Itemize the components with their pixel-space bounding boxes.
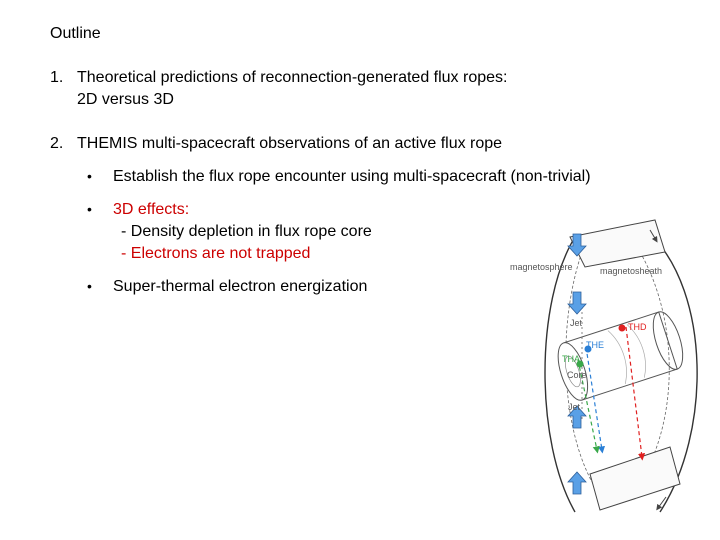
the-trajectory bbox=[585, 346, 606, 454]
magnetosphere-label: magnetosphere bbox=[510, 262, 573, 272]
slide-title: Outline bbox=[50, 25, 101, 42]
jet-arrow-bottom-2 bbox=[567, 471, 587, 495]
tha-label: THA bbox=[562, 354, 580, 364]
flux-rope-diagram: magnetosphere magnetosheath Jet Jet Core… bbox=[510, 219, 698, 513]
jet-arrow-top-1 bbox=[567, 233, 587, 257]
jet-arrow-top-2 bbox=[567, 291, 587, 315]
tha-trajectory bbox=[577, 359, 600, 454]
outer-field-line-left bbox=[544, 236, 576, 513]
bullet-1-marker: • bbox=[87, 168, 92, 184]
the-spacecraft bbox=[584, 345, 592, 353]
jet-arrow-bottom-1 bbox=[567, 405, 587, 429]
tha-spacecraft bbox=[576, 360, 584, 368]
bullet-2-sub-1: - Density depletion in flux rope core bbox=[121, 223, 372, 240]
item-2-line1: THEMIS multi-spacecraft observations of … bbox=[77, 135, 503, 152]
inner-field-line-right bbox=[639, 251, 670, 483]
bullet-2-sub-2: - Electrons are not trapped bbox=[121, 245, 311, 262]
thd-label: THD bbox=[628, 322, 647, 332]
item-1-line1: Theoretical predictions of reconnection-… bbox=[77, 69, 508, 86]
bullet-1-text: Establish the flux rope encounter using … bbox=[113, 168, 591, 185]
bullet-2-text: 3D effects: bbox=[113, 201, 190, 218]
core-label: Core bbox=[567, 370, 587, 380]
bullet-3-marker: • bbox=[87, 278, 92, 294]
thd-trajectory bbox=[625, 326, 646, 461]
the-label: THE bbox=[586, 340, 604, 350]
item-1-line2: 2D versus 3D bbox=[77, 91, 174, 108]
thd-spacecraft bbox=[618, 324, 626, 332]
flux-rope-cylinder bbox=[557, 311, 684, 401]
field-arrow-top-right bbox=[649, 229, 658, 243]
magnetosheath-label: magnetosheath bbox=[600, 266, 662, 276]
magnetopause-plane-top bbox=[569, 219, 666, 268]
field-arrow-bottom-right bbox=[656, 496, 667, 511]
bullet-3-text: Super-thermal electron energization bbox=[113, 278, 368, 295]
item-1-number: 1. bbox=[50, 69, 64, 86]
bullet-2-marker: • bbox=[87, 201, 92, 217]
jet-top-label: Jet bbox=[570, 318, 583, 328]
item-2-number: 2. bbox=[50, 135, 64, 152]
jet-bottom-label: Jet bbox=[568, 402, 581, 412]
